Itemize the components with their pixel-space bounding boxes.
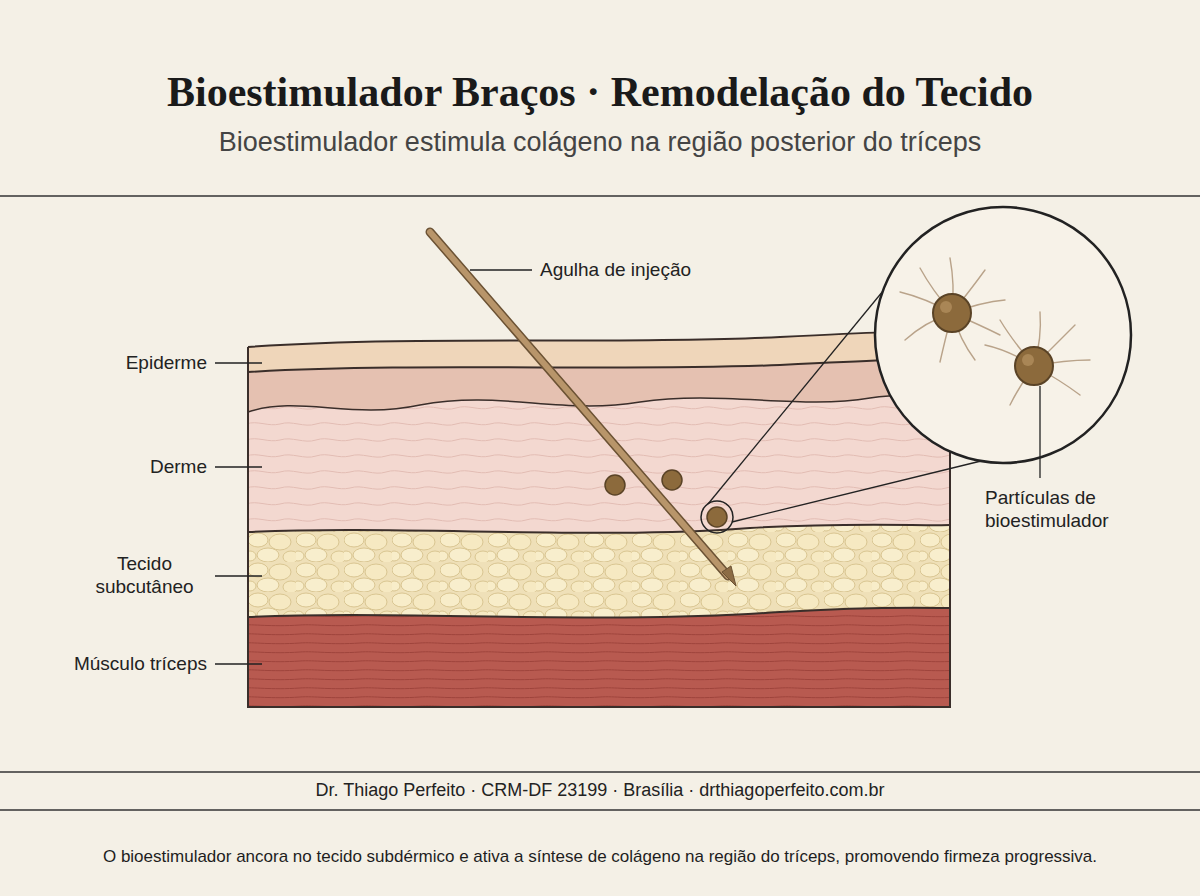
particle [662, 470, 682, 490]
caption: O bioestimulador ancora no tecido subdér… [5, 847, 1195, 867]
zoom-line [708, 291, 883, 504]
dermis-texture [248, 395, 950, 707]
leader-line [215, 362, 262, 363]
separator-line [0, 809, 1200, 811]
part-label: Partículas de bioestimulador [985, 487, 1145, 533]
leader-line [1039, 386, 1040, 478]
separator-line [0, 771, 1200, 773]
leader-line [215, 663, 262, 664]
upper-dermis-layer [248, 359, 950, 707]
leader-line [470, 269, 532, 270]
muscle-texture [248, 608, 950, 707]
muscle-layer [248, 608, 950, 707]
subtitle: Bioestimulador estimula colágeno na regi… [10, 126, 1190, 158]
particle-magnified [933, 294, 971, 332]
zoom-source-ring [701, 501, 733, 533]
title-heading: Bioestimulador Braços · Remodelação do T… [10, 67, 1190, 117]
particle-highlight [940, 301, 952, 313]
leader-line [215, 466, 262, 467]
footer-credit: Dr. Thiago Perfeito · CRM-DF 23199 · Bra… [10, 780, 1190, 802]
layer-label: Músculo tríceps [74, 653, 207, 676]
layer-label: Derme [150, 456, 207, 479]
magnifier-circle [875, 207, 1131, 463]
layer-boundary [248, 608, 950, 618]
particle-magnified [1015, 347, 1053, 385]
particle [605, 475, 625, 495]
particle-highlight [1022, 354, 1034, 366]
fat-texture [248, 525, 950, 707]
leader-line [215, 575, 262, 576]
layer-label: Epiderme [126, 352, 207, 375]
dermis-layer [248, 395, 950, 707]
part-label: Agulha de injeção [540, 259, 691, 282]
layer-boundary [248, 332, 950, 347]
layer-boundary [248, 359, 950, 372]
epidermis-layer [248, 332, 950, 707]
block-frame [248, 333, 950, 707]
needle-outline [430, 232, 728, 576]
zoom-line [732, 461, 981, 522]
layer-boundary [248, 395, 950, 412]
needle [430, 232, 728, 576]
layer-boundary [248, 525, 950, 533]
separator-line [0, 195, 1200, 197]
needle-tip [722, 566, 736, 586]
particle [707, 507, 727, 527]
fat-layer [248, 525, 950, 707]
layer-label: Tecido subcutâneo [82, 553, 207, 599]
